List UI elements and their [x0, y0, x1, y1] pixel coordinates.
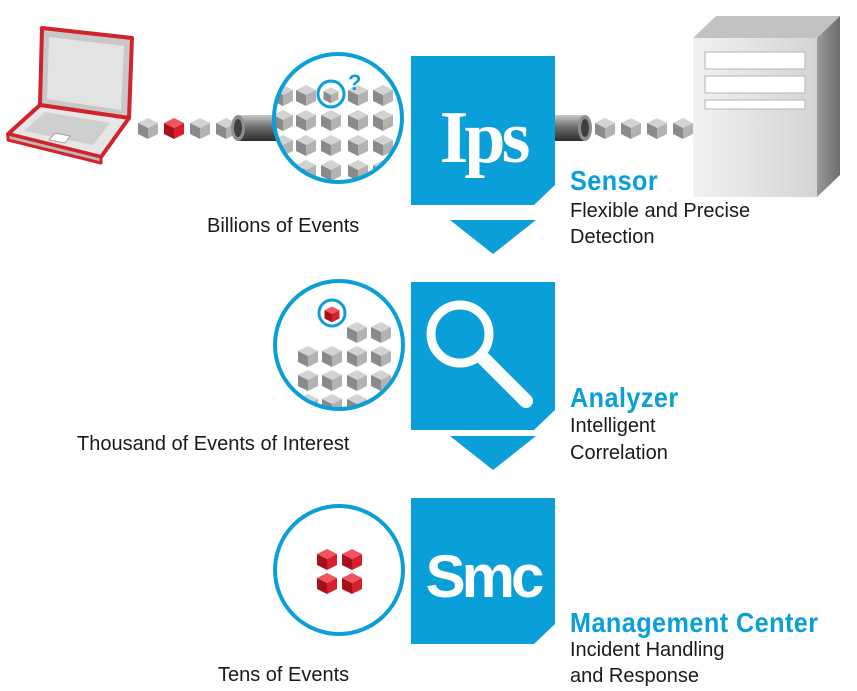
management-center-desc-line-2: and Response	[570, 665, 699, 687]
pipe-left	[231, 115, 278, 141]
down-arrow-icon	[450, 220, 536, 254]
sensor-desc-line-1: Flexible and Precise	[570, 200, 751, 222]
sensor-desc-line-2: Detection	[570, 226, 655, 248]
laptop-icon	[6, 26, 134, 165]
events-circle-billions: ?	[272, 52, 404, 184]
events-label-thousands: Thousand of Events of Interest	[77, 433, 350, 455]
packet-stream-right	[595, 118, 693, 139]
events-circle-thousands	[273, 279, 405, 411]
analyzer-title: Analyzer	[570, 382, 679, 413]
question-mark: ?	[348, 70, 361, 95]
events-circle-tens	[273, 504, 405, 636]
management-center-title: Management Center	[570, 607, 819, 638]
sensor-badge-text: Ips	[440, 97, 529, 179]
analyzer-desc-line-2: Correlation	[570, 442, 668, 464]
magnifier-icon	[426, 300, 533, 408]
management-center-badge-text: Smc	[426, 543, 543, 610]
down-arrow-icon	[450, 436, 536, 470]
events-label-tens: Tens of Events	[218, 664, 350, 686]
management-center-desc-line-1: Incident Handling	[570, 639, 725, 661]
sensor-title: Sensor	[570, 165, 659, 196]
pipe-right	[555, 115, 592, 141]
server-tower-icon	[693, 16, 840, 197]
analyzer-desc-line-1: Intelligent	[570, 415, 656, 437]
events-label-billions: Billions of Events	[207, 215, 360, 237]
analyzer-badge	[411, 282, 555, 430]
sensor-badge: Ips	[411, 56, 555, 205]
management-center-badge: Smc	[411, 498, 555, 644]
packet-stream-left	[138, 118, 236, 139]
